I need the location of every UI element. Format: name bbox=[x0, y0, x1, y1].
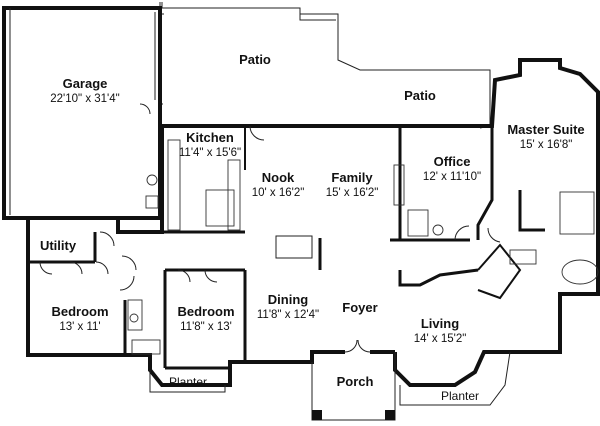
doors bbox=[39, 125, 501, 353]
patio-lower-label: Patio bbox=[404, 88, 436, 103]
bedroom-2-dims: 11'8" x 13' bbox=[180, 321, 232, 333]
dining-dims: 11'8" x 12'4" bbox=[257, 309, 319, 321]
bedroom-2-label: Bedroom bbox=[177, 304, 234, 319]
dining-label: Dining bbox=[268, 292, 308, 307]
office-dims: 12' x 11'10" bbox=[423, 171, 481, 183]
porch bbox=[311, 352, 396, 421]
family-label: Family bbox=[331, 170, 373, 185]
fixtures bbox=[127, 139, 599, 355]
bedroom-1-dims: 13' x 11' bbox=[59, 321, 100, 333]
master-suite-label: Master Suite bbox=[507, 122, 584, 137]
nook-dims: 10' x 16'2" bbox=[252, 187, 305, 199]
garage-walls bbox=[2, 6, 162, 220]
labels: Patio Patio Garage 22'10" x 31'4" Kitche… bbox=[40, 52, 585, 403]
living-label: Living bbox=[421, 316, 459, 331]
garage-label: Garage bbox=[63, 76, 108, 91]
planter-right-label: Planter bbox=[441, 389, 479, 403]
patio-upper-label: Patio bbox=[239, 52, 271, 67]
nook-label: Nook bbox=[262, 170, 295, 185]
bedroom-1-label: Bedroom bbox=[51, 304, 108, 319]
kitchen-dims: 11'4" x 15'6" bbox=[179, 147, 241, 159]
living-dims: 14' x 15'2" bbox=[414, 333, 467, 345]
kitchen-label: Kitchen bbox=[186, 130, 234, 145]
family-dims: 15' x 16'2" bbox=[326, 187, 379, 199]
planter-left-label: Planter bbox=[169, 375, 207, 389]
foyer-label: Foyer bbox=[342, 300, 377, 315]
master-suite-dims: 15' x 16'8" bbox=[520, 139, 573, 151]
garage-dims: 22'10" x 31'4" bbox=[50, 93, 119, 105]
interior-walls bbox=[28, 126, 545, 370]
utility-label: Utility bbox=[40, 238, 77, 253]
planters bbox=[149, 351, 511, 406]
patio-outline bbox=[159, 2, 491, 129]
porch-label: Porch bbox=[337, 374, 374, 389]
exterior-walls bbox=[26, 58, 600, 387]
office-label: Office bbox=[434, 154, 471, 169]
